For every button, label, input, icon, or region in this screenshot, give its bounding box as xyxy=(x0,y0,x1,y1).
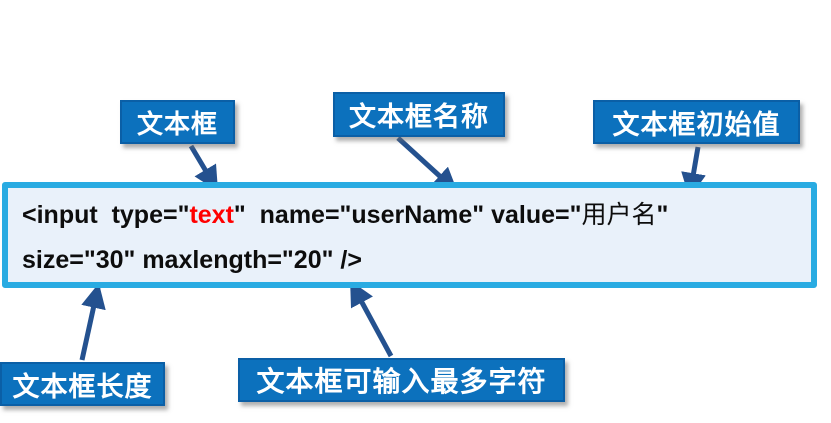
arrow-size-to-size-attr xyxy=(79,283,106,361)
code-seg-name-value-attrs: " name="userName" value=" xyxy=(233,201,582,229)
code-seg-close-quote: " xyxy=(656,201,669,229)
callout-textbox-name: 文本框名称 xyxy=(333,92,505,137)
arrow-maxlength-to-maxlength-attr xyxy=(349,280,394,358)
code-box: <input type="text" name="userName" value… xyxy=(2,182,817,288)
callout-textbox: 文本框 xyxy=(120,100,235,144)
callout-textbox-maxlength: 文本框可输入最多字符 xyxy=(238,358,565,402)
code-line-1: <input type="text" name="userName" value… xyxy=(22,192,797,238)
code-line-2: size="30" maxlength="20" /> xyxy=(22,246,362,274)
code-seg-text-value: text xyxy=(189,201,234,229)
callout-textbox-length: 文本框长度 xyxy=(0,362,165,406)
callout-textbox-initial-value: 文本框初始值 xyxy=(593,100,800,144)
code-seg-username-cjk: 用户名 xyxy=(581,200,657,229)
code-seg-open-type: <input type=" xyxy=(22,201,190,229)
